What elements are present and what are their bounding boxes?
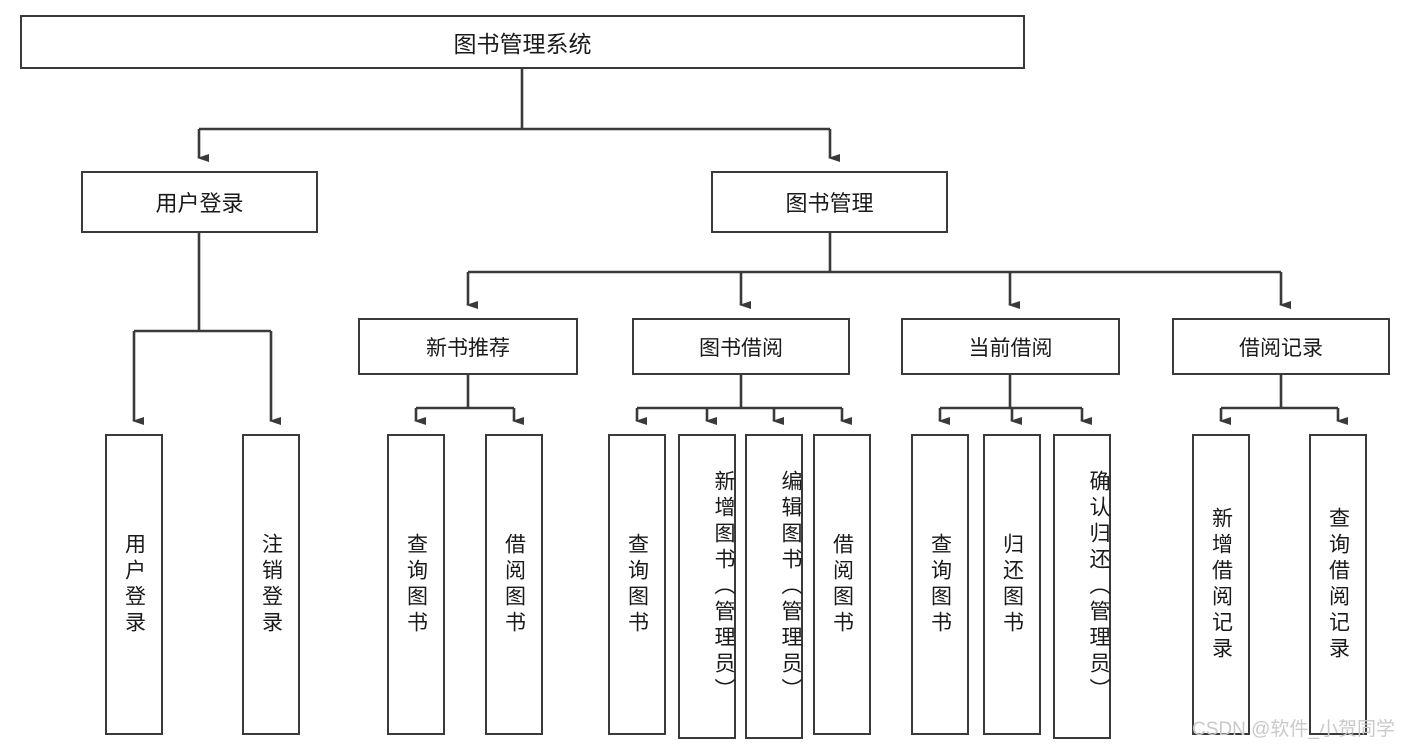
node-leaf-borrow-book-2[interactable]: 借阅图书 bbox=[813, 434, 871, 735]
node-leaf-borrow-book-2-label: 借阅图书 bbox=[830, 532, 854, 637]
node-leaf-query-book-1[interactable]: 查询图书 bbox=[387, 434, 445, 735]
node-new-book-rec-label: 新书推荐 bbox=[426, 336, 510, 360]
node-new-book-rec[interactable]: 新书推荐 bbox=[358, 318, 578, 375]
node-leaf-add-record[interactable]: 新增借阅记录 bbox=[1192, 434, 1250, 735]
node-leaf-query-book-2-label: 查询图书 bbox=[625, 532, 649, 637]
node-user-login[interactable]: 用户登录 bbox=[81, 171, 318, 233]
node-book-manage[interactable]: 图书管理 bbox=[711, 171, 948, 233]
node-leaf-query-record-label: 查询借阅记录 bbox=[1326, 506, 1350, 663]
node-root-label: 图书管理系统 bbox=[453, 31, 592, 57]
node-leaf-query-book-3[interactable]: 查询图书 bbox=[911, 434, 969, 735]
node-leaf-confirm-return-label: 确认归还（管理员） bbox=[1087, 469, 1110, 704]
node-leaf-return-book-label: 归还图书 bbox=[1000, 532, 1024, 637]
node-leaf-add-record-label: 新增借阅记录 bbox=[1209, 506, 1233, 663]
node-current-borrow[interactable]: 当前借阅 bbox=[901, 318, 1120, 375]
node-leaf-confirm-return[interactable]: 确认归还（管理员） bbox=[1053, 434, 1111, 739]
node-leaf-user-logout-label: 注销登录 bbox=[259, 532, 283, 637]
node-leaf-query-book-3-label: 查询图书 bbox=[928, 532, 952, 637]
node-leaf-add-book-label: 新增图书（管理员） bbox=[712, 469, 735, 704]
node-leaf-query-book-1-label: 查询图书 bbox=[404, 532, 428, 637]
node-leaf-query-record[interactable]: 查询借阅记录 bbox=[1309, 434, 1367, 735]
node-leaf-borrow-book-1[interactable]: 借阅图书 bbox=[485, 434, 543, 735]
node-leaf-user-login-label: 用户登录 bbox=[122, 532, 146, 637]
node-leaf-query-book-2[interactable]: 查询图书 bbox=[608, 434, 666, 735]
node-current-borrow-label: 当前借阅 bbox=[968, 336, 1053, 360]
node-book-borrow-label: 图书借阅 bbox=[699, 336, 783, 360]
node-leaf-return-book[interactable]: 归还图书 bbox=[983, 434, 1041, 735]
node-leaf-edit-book-label: 编辑图书（管理员） bbox=[779, 469, 802, 704]
node-root[interactable]: 图书管理系统 bbox=[20, 15, 1025, 69]
node-leaf-user-logout[interactable]: 注销登录 bbox=[242, 434, 300, 735]
node-borrow-record-label: 借阅记录 bbox=[1239, 336, 1323, 360]
node-borrow-record[interactable]: 借阅记录 bbox=[1172, 318, 1390, 375]
node-leaf-edit-book[interactable]: 编辑图书（管理员） bbox=[745, 434, 803, 739]
node-book-manage-label: 图书管理 bbox=[785, 191, 874, 216]
node-leaf-borrow-book-1-label: 借阅图书 bbox=[502, 532, 526, 637]
node-book-borrow[interactable]: 图书借阅 bbox=[632, 318, 850, 375]
node-user-login-label: 用户登录 bbox=[155, 191, 244, 216]
node-leaf-user-login[interactable]: 用户登录 bbox=[105, 434, 163, 735]
node-leaf-add-book[interactable]: 新增图书（管理员） bbox=[678, 434, 736, 739]
watermark: CSDN @软件_小贺同学 bbox=[1192, 719, 1395, 740]
